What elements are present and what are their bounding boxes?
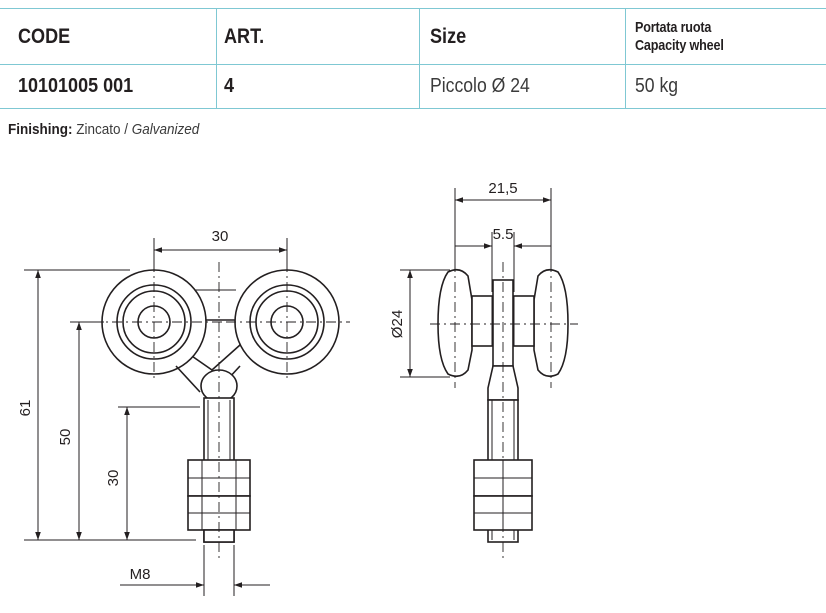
side-view <box>430 262 578 560</box>
header-capacity-en: Capacity wheel <box>635 36 724 54</box>
table-header-row: CODE ART. Size Portata ruota Capacity wh… <box>0 8 826 65</box>
header-capacity-it: Portata ruota <box>635 18 712 36</box>
front-view <box>92 262 350 560</box>
finishing-value-en: Galvanized <box>131 121 200 138</box>
dim-side-inner-width: 5.5 <box>493 226 514 243</box>
dim-front-width: 30 <box>212 228 229 245</box>
side-dimensions <box>400 188 552 378</box>
cell-art: 4 <box>224 74 235 97</box>
cell-code: 10101005 001 <box>18 74 134 97</box>
finishing-value-it: Zincato / <box>76 121 129 138</box>
cell-size: Piccolo Ø 24 <box>430 74 530 97</box>
header-code: CODE <box>18 24 71 48</box>
header-capacity: Portata ruota Capacity wheel <box>635 9 741 64</box>
front-dimensions <box>24 238 288 596</box>
dim-front-mid-height: 50 <box>57 429 74 446</box>
dim-front-total-height: 61 <box>17 400 34 417</box>
dim-side-diameter: Ø24 <box>389 310 406 338</box>
dim-front-low-height: 30 <box>105 470 122 487</box>
cell-capacity: 50 kg <box>635 74 679 97</box>
dim-side-outer-width: 21,5 <box>488 180 517 197</box>
header-art: ART. <box>224 24 265 48</box>
table-row: 10101005 001 4 Piccolo Ø 24 50 kg <box>0 64 826 109</box>
dim-thread: M8 <box>130 566 151 583</box>
finishing-note: Finishing: Zincato / Galvanized <box>8 121 199 138</box>
header-size: Size <box>430 24 467 48</box>
finishing-label: Finishing: <box>8 121 73 138</box>
